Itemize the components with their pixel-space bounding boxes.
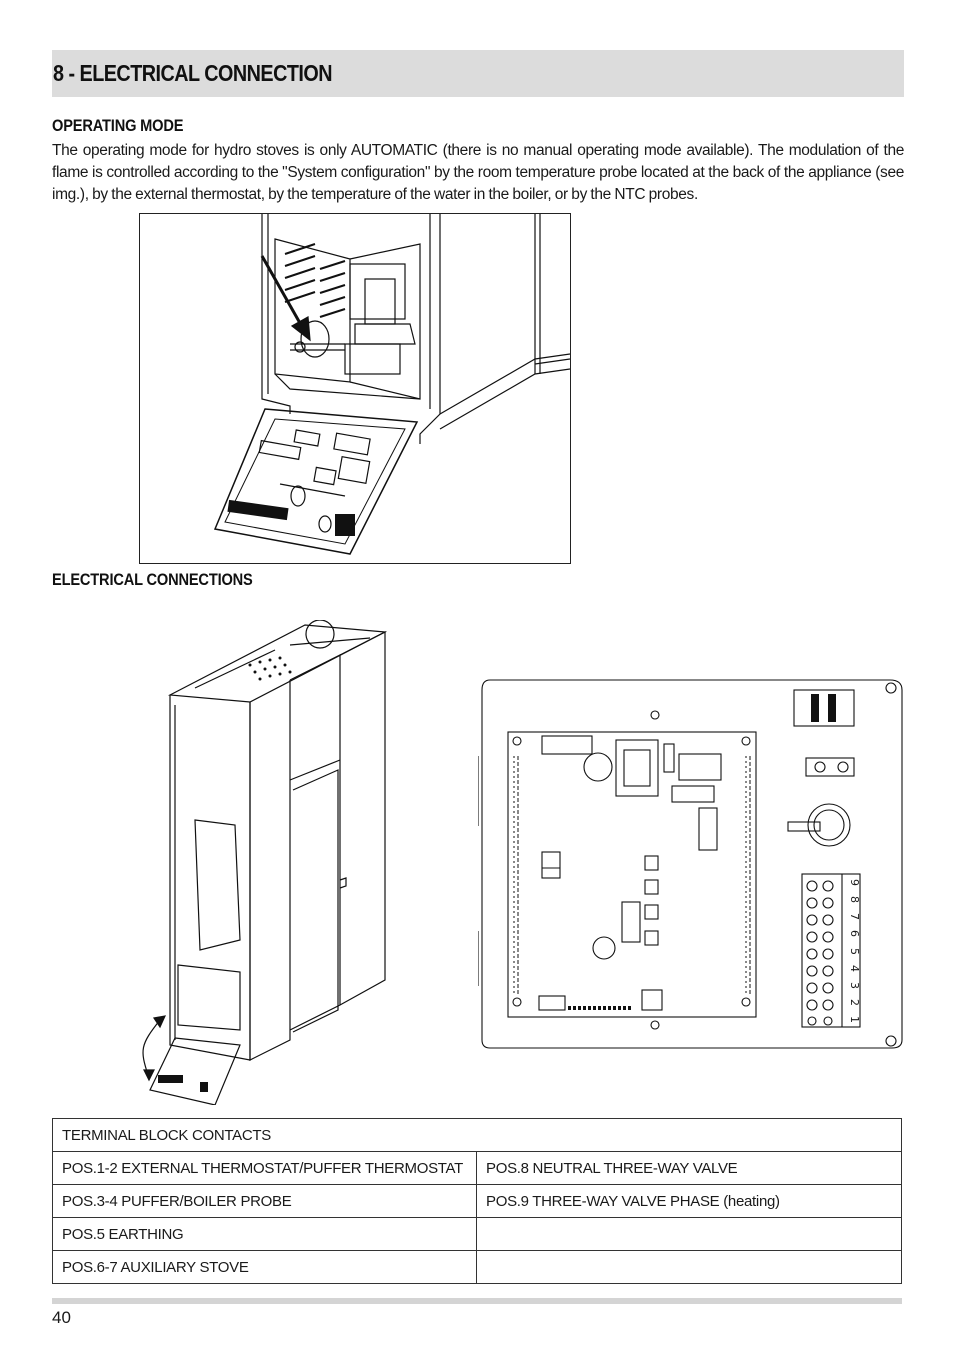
table-cell: POS.9 THREE-WAY VALVE PHASE (heating) — [476, 1184, 902, 1218]
terminal-number: 9 — [847, 879, 861, 886]
operating-mode-heading: OPERATING MODE — [52, 116, 184, 135]
page-number: 40 — [52, 1308, 71, 1327]
table-row: POS.1-2 EXTERNAL THERMOSTAT/PUFFER THERM… — [52, 1151, 902, 1185]
terminal-number-strip: 9 8 7 6 5 4 3 2 1 — [846, 876, 862, 1026]
table-cell: POS.3-4 PUFFER/BOILER PROBE — [52, 1184, 477, 1218]
stove-overview-illustration — [130, 619, 410, 1106]
terminal-number: 8 — [847, 896, 861, 904]
terminal-number: 4 — [847, 964, 861, 972]
terminal-contacts-table: TERMINAL BLOCK CONTACTS POS.1-2 EXTERNAL… — [52, 1118, 902, 1284]
table-cell: POS.5 EARTHING — [52, 1217, 477, 1251]
terminal-number: 7 — [847, 913, 861, 921]
table-cell: POS.8 NEUTRAL THREE-WAY VALVE — [476, 1151, 902, 1185]
section-title: 8 - ELECTRICAL CONNECTION — [53, 60, 333, 86]
board-schematic-illustration: 9 8 7 6 5 4 3 2 1 — [477, 676, 904, 1052]
table-cell — [476, 1217, 902, 1251]
terminal-number: 6 — [847, 930, 861, 938]
footer-divider — [52, 1298, 902, 1304]
table-row: POS.5 EARTHING — [52, 1217, 902, 1251]
electrical-connections-heading: ELECTRICAL CONNECTIONS — [52, 570, 253, 589]
table-row: POS.3-4 PUFFER/BOILER PROBE POS.9 THREE-… — [52, 1184, 902, 1218]
table-header: TERMINAL BLOCK CONTACTS — [52, 1118, 902, 1152]
terminal-number: 2 — [847, 998, 861, 1006]
table-row: POS.6-7 AUXILIARY STOVE — [52, 1250, 902, 1284]
terminal-number: 1 — [847, 1016, 861, 1023]
table-cell: POS.6-7 AUXILIARY STOVE — [52, 1250, 477, 1284]
operating-mode-text: The operating mode for hydro stoves is o… — [52, 142, 904, 203]
table-cell — [476, 1250, 902, 1284]
terminal-number: 5 — [847, 947, 861, 955]
stove-back-illustration — [139, 213, 571, 564]
section-title-bar: 8 - ELECTRICAL CONNECTION — [52, 50, 904, 97]
table-header-row: TERMINAL BLOCK CONTACTS — [52, 1118, 902, 1152]
terminal-number: 3 — [847, 981, 861, 989]
table-cell: POS.1-2 EXTERNAL THERMOSTAT/PUFFER THERM… — [52, 1151, 477, 1185]
